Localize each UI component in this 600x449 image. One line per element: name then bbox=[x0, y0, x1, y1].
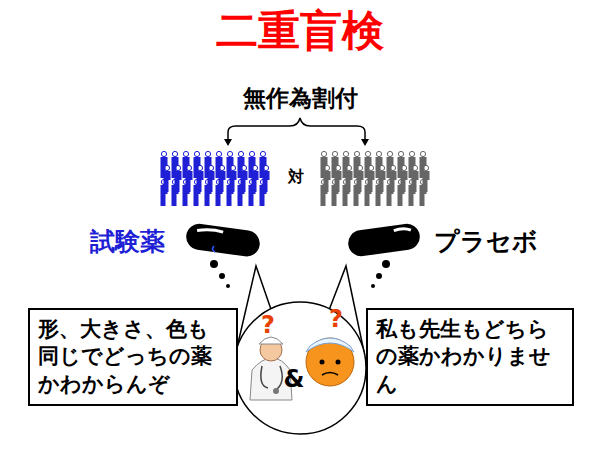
speech-box: 私も先生もどちらの薬かわかりません bbox=[366, 308, 574, 406]
speech-text: 形、大きさ、色も同じでどっちの薬かわからんぞ bbox=[38, 316, 228, 398]
placebo-group bbox=[321, 151, 430, 206]
placebo-label: プラセボ bbox=[434, 228, 538, 256]
thought-dots bbox=[210, 260, 390, 288]
test-group bbox=[161, 151, 270, 206]
speech-text: 私も先生もどちらの薬かわかりません bbox=[376, 316, 564, 398]
speaker-circle bbox=[234, 302, 366, 434]
speech-box: 形、大きさ、色も同じでどっちの薬かわからんぞ bbox=[28, 308, 238, 406]
capsule-left bbox=[185, 222, 262, 258]
brace-arrowheads bbox=[224, 139, 369, 146]
versus-label: 対 bbox=[288, 168, 304, 186]
allocation-label: 無作為割付 bbox=[243, 86, 358, 111]
capsule-right bbox=[347, 222, 422, 258]
drug-label: 試験薬 bbox=[90, 228, 165, 256]
brace bbox=[228, 118, 365, 142]
question-mark: ? bbox=[329, 306, 343, 332]
patient-face bbox=[306, 338, 354, 386]
ampersand: & bbox=[284, 366, 305, 392]
title: 二重盲検 bbox=[216, 8, 384, 54]
question-mark: ? bbox=[261, 312, 275, 338]
